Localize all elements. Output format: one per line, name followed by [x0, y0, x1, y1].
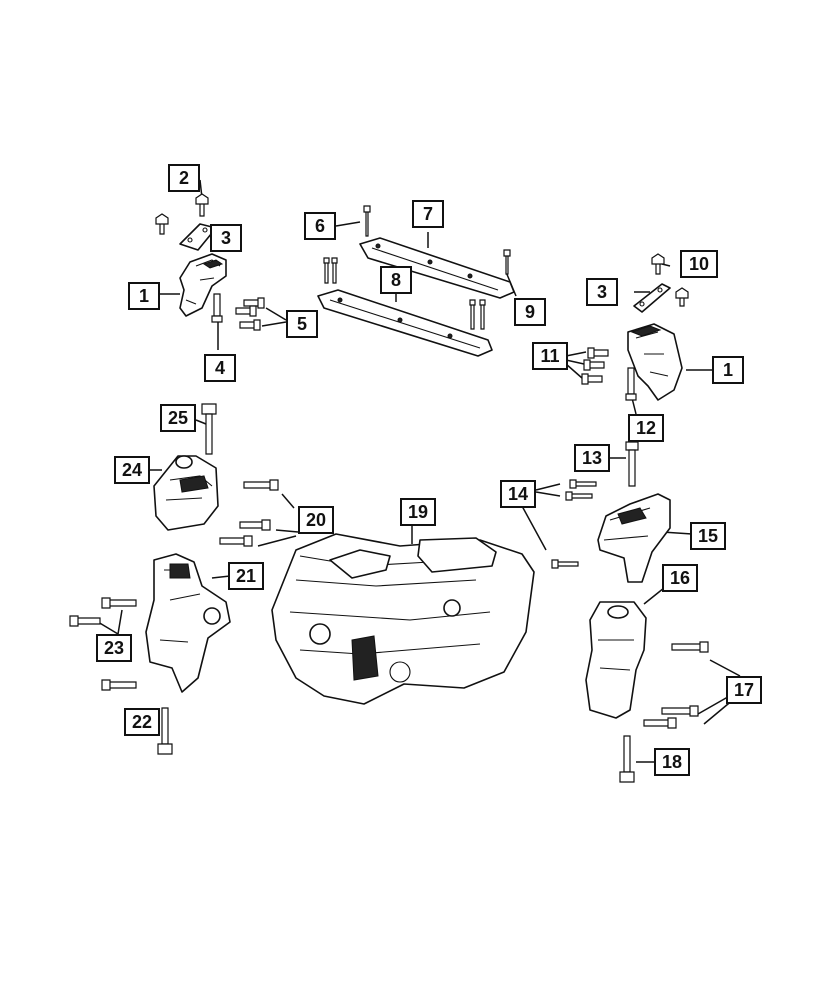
callout-10: 10 [680, 250, 718, 278]
upper-left-mount-hardware [155, 193, 217, 251]
callout-12: 12 [628, 414, 664, 442]
callout-2: 2 [168, 164, 200, 192]
bolts-20 [219, 479, 279, 547]
left-engine-mount-24 [153, 455, 219, 531]
bolt-18 [619, 735, 635, 783]
callout-22: 22 [124, 708, 160, 736]
callout-19: 19 [400, 498, 436, 526]
callout-15: 15 [690, 522, 726, 550]
callout-21: 21 [228, 562, 264, 590]
callout-13: 13 [574, 444, 610, 472]
callout-16: 16 [662, 564, 698, 592]
callout-8: 8 [380, 266, 412, 294]
callout-6: 6 [304, 212, 336, 240]
upper-right-mount-hardware [633, 253, 689, 313]
callout-1-left: 1 [128, 282, 160, 310]
callout-24: 24 [114, 456, 150, 484]
callout-3-right: 3 [586, 278, 618, 306]
lower-rail-8 [317, 289, 493, 357]
callout-9: 9 [514, 298, 546, 326]
callout-18: 18 [654, 748, 690, 776]
left-mount-bracket [179, 253, 227, 317]
electric-drive-unit-19 [271, 533, 535, 705]
right-mount-bracket [627, 323, 683, 401]
callout-4: 4 [204, 354, 236, 382]
bolt-25 [201, 403, 217, 455]
transmission-bracket-21 [145, 553, 231, 693]
bolts-17 [643, 641, 709, 729]
callout-20: 20 [298, 506, 334, 534]
callout-7: 7 [412, 200, 444, 228]
bolt-4 [211, 293, 223, 323]
bolts-5 [235, 297, 265, 331]
bolts-23 [69, 597, 137, 691]
callout-14: 14 [500, 480, 536, 508]
bolt-12 [625, 367, 637, 401]
callout-25: 25 [160, 404, 196, 432]
bolts-9 [503, 249, 511, 275]
bolt-22 [157, 707, 173, 755]
lower-bracket-16 [585, 601, 647, 719]
callout-3-left: 3 [210, 224, 242, 252]
callout-1-right: 1 [712, 356, 744, 384]
upper-rail-7 [359, 237, 515, 299]
callout-11: 11 [532, 342, 568, 370]
right-engine-mount-15 [597, 493, 671, 583]
callout-23: 23 [96, 634, 132, 662]
leader-lines [97, 179, 741, 763]
bolts-11 [581, 347, 609, 385]
callout-17: 17 [726, 676, 762, 704]
callout-5: 5 [286, 310, 318, 338]
bolts-14 [551, 479, 597, 569]
bolt-13 [625, 441, 639, 487]
bolts-6 [323, 205, 371, 284]
